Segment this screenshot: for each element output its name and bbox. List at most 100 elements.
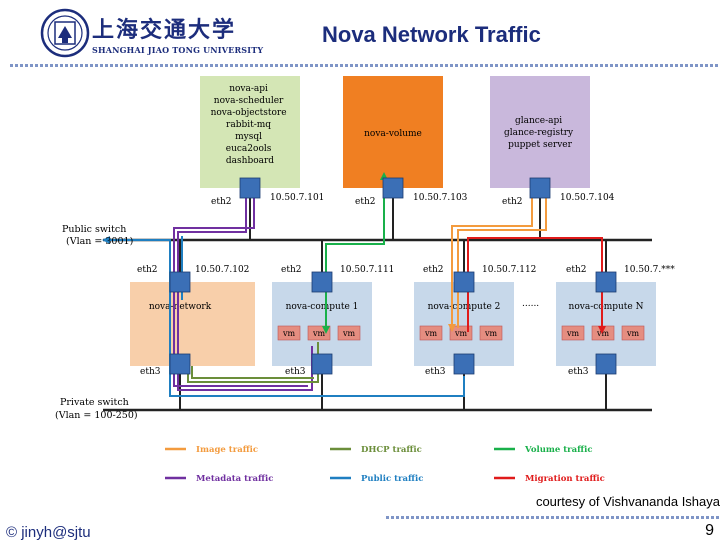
footer-author: © jinyh@sjtu: [6, 524, 91, 541]
legend-label-migration: Migration traffic: [525, 474, 605, 484]
controller-service: nova-scheduler: [214, 96, 284, 106]
glance-service: puppet server: [508, 140, 573, 150]
legend-label-public: Public traffic: [361, 474, 423, 484]
image-traffic-path: [451, 190, 533, 328]
compute2-node: [414, 282, 514, 366]
legend-label-dhcp: DHCP traffic: [361, 445, 422, 455]
vm-box: [277, 325, 301, 341]
vm-label: vm: [282, 329, 296, 338]
glance-service: glance-api: [515, 116, 562, 126]
vm-group-compute1: vm vm vm: [277, 325, 361, 341]
network-iface-top: eth2: [137, 265, 157, 275]
vm-label: vm: [596, 329, 610, 338]
compute1-ip: 10.50.7.111: [340, 265, 394, 275]
network-node: [130, 282, 255, 366]
logo-english-name: SHANGHAI JIAO TONG UNIVERSITY: [92, 45, 264, 55]
public-traffic-arrowhead: [102, 236, 110, 244]
vm-label: vm: [424, 329, 438, 338]
controller-nic-icon: [239, 177, 261, 199]
vm-label: vm: [484, 329, 498, 338]
volume-traffic-arrow-down: [322, 326, 330, 334]
migration-traffic-arrow: [598, 326, 606, 334]
glance-nic-icon: [529, 177, 551, 199]
image-credit: courtesy of Vishvananda Ishaya: [535, 494, 720, 509]
university-logo-text: 上海交通大学 SHANGHAI JIAO TONG UNIVERSITY: [92, 12, 263, 55]
controller-ip: 10.50.7.101: [270, 193, 324, 203]
vm-box: [561, 325, 585, 341]
legend-label-metadata: Metadata traffic: [196, 474, 273, 484]
volume-nic-icon: [382, 177, 404, 199]
vm-box: [337, 325, 361, 341]
legend-label-image: Image traffic: [196, 445, 258, 455]
controller-service: dashboard: [226, 156, 274, 166]
compute1-node-label: nova-compute 1: [286, 302, 359, 312]
vm-box: [419, 325, 443, 341]
volume-node: [343, 76, 443, 188]
compute2-bottom-nic-icon: [453, 353, 475, 375]
footer-divider: [386, 516, 720, 519]
vm-box: [479, 325, 503, 341]
volume-node-label: nova-volume: [364, 129, 422, 139]
controller-node: [200, 76, 300, 188]
controller-service: euca2ools: [226, 144, 272, 154]
legend: Image traffic DHCP traffic Volume traffi…: [165, 445, 605, 484]
compute1-node: [272, 282, 372, 366]
controller-service: nova-objectstore: [211, 108, 287, 118]
vm-group-computeN: vm vm vm: [561, 325, 645, 341]
network-iface-bottom: eth3: [140, 367, 161, 377]
network-node-label: nova-network: [149, 302, 212, 312]
computeN-iface-top: eth2: [566, 265, 586, 275]
dhcp-traffic-path-2: [191, 366, 314, 379]
network-top-nic-icon: [169, 271, 191, 293]
controller-service: rabbit-mq: [226, 120, 271, 130]
legend-label-volume: Volume traffic: [524, 445, 593, 455]
metadata-traffic-path-2: [173, 194, 308, 387]
vm-label: vm: [566, 329, 580, 338]
vm-group-compute2: vm vm vm: [419, 325, 503, 341]
computeN-node-label: nova-compute N: [569, 302, 644, 312]
public-switch-vlan: (Vlan = 3001): [66, 236, 133, 247]
public-traffic-path: [140, 239, 465, 397]
glance-node: [490, 76, 590, 188]
vm-label: vm: [626, 329, 640, 338]
controller-service: mysql: [235, 132, 262, 142]
glance-service: glance-registry: [504, 128, 574, 138]
logo-chinese-name: 上海交通大学: [92, 17, 237, 43]
public-switch-label: Public switch: [62, 224, 126, 235]
volume-ip: 10.50.7.103: [413, 193, 468, 203]
glance-iface: eth2: [502, 197, 522, 207]
computeN-top-nic-icon: [595, 271, 617, 293]
computeN-bottom-nic-icon: [595, 353, 617, 375]
private-switch-label: Private switch: [60, 397, 129, 408]
vm-label: vm: [342, 329, 356, 338]
compute2-iface-top: eth2: [423, 265, 443, 275]
vm-label: vm: [312, 329, 326, 338]
compute2-iface-bottom: eth3: [425, 367, 446, 377]
compute1-iface-top: eth2: [281, 265, 301, 275]
header-divider: [10, 64, 720, 67]
compute2-node-label: nova-compute 2: [428, 302, 501, 312]
compute2-top-nic-icon: [453, 271, 475, 293]
computeN-ip: 10.50.7.***: [624, 265, 675, 275]
vm-box: [449, 325, 473, 341]
more-nodes-ellipsis: ......: [522, 299, 539, 309]
university-seal-logo: [40, 8, 90, 58]
glance-ip: 10.50.7.104: [560, 193, 615, 203]
compute1-top-nic-icon: [311, 271, 333, 293]
controller-service: nova-api: [229, 84, 268, 94]
image-traffic-arrow: [448, 324, 456, 332]
compute1-bottom-nic-icon: [311, 353, 333, 375]
network-ip: 10.50.7.102: [195, 265, 249, 275]
volume-iface: eth2: [355, 197, 375, 207]
computeN-node: [556, 282, 656, 366]
slide-title: Nova Network Traffic: [322, 22, 541, 47]
compute2-ip: 10.50.7.112: [482, 265, 536, 275]
compute1-iface-bottom: eth3: [285, 367, 306, 377]
private-switch-vlan: (Vlan = 100-250): [55, 410, 138, 421]
vm-label: vm: [454, 329, 468, 338]
vm-box: [621, 325, 645, 341]
network-bottom-nic-icon: [169, 353, 191, 375]
glance-services: glance-api glance-registry puppet server: [504, 116, 576, 150]
page-number: 9: [705, 522, 714, 539]
